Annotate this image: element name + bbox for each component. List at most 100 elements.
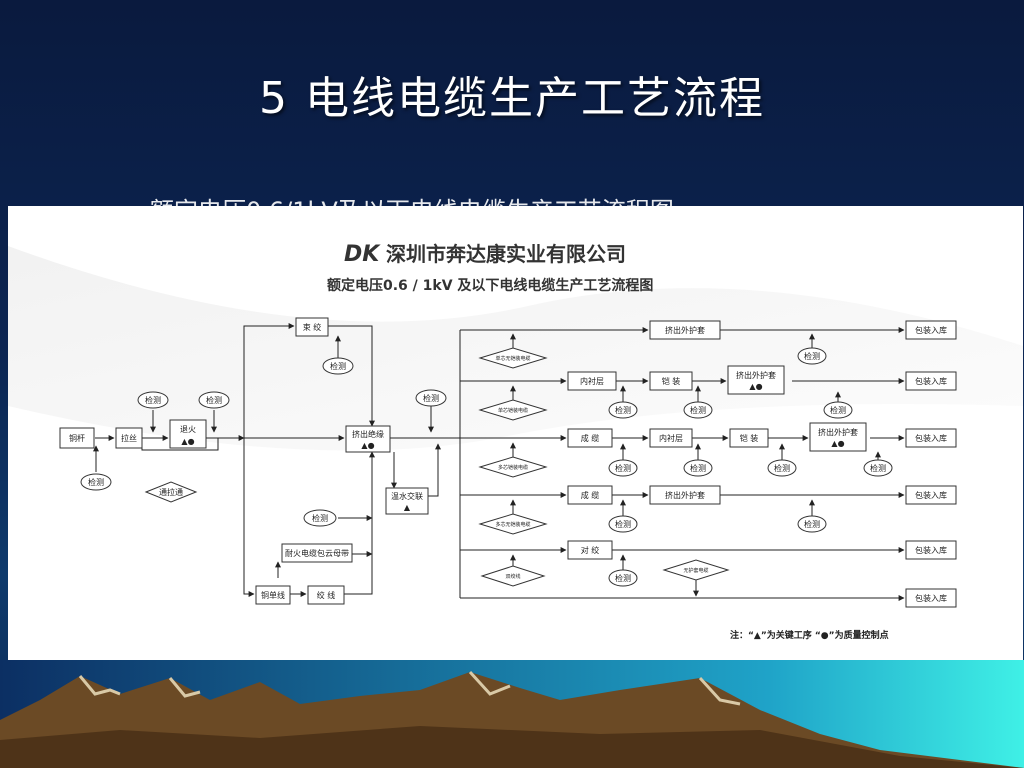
label-package: 包装入库 (915, 490, 947, 500)
diamond-label: 双绞线 (505, 573, 520, 580)
node-outer-sheath-2 (727, 365, 785, 395)
label-outer-sheath: 挤出外护套 (665, 325, 705, 335)
diamond-label: 单芯铠装电缆 (498, 407, 528, 414)
label-wire-drawing: 拉丝 (121, 433, 137, 443)
label-outer-sheath: 挤出外护套 (665, 490, 705, 500)
company-logo: DK (344, 242, 381, 267)
mark: ▲● (181, 437, 194, 446)
check-label: 检测 (774, 463, 790, 473)
check-label: 检测 (88, 477, 104, 487)
node-outer-sheath-1 (649, 320, 721, 340)
label-package: 包装入库 (915, 376, 947, 386)
check-label: 检测 (330, 361, 346, 371)
check-ellipse (767, 459, 797, 477)
label-cabling: 成 缆 (581, 490, 600, 500)
node-inner-liner-2 (649, 428, 693, 448)
label-copper-rod: 铜杆 (69, 433, 85, 443)
check-label: 检测 (830, 405, 846, 415)
node-bunching (295, 317, 329, 337)
check-label: 检测 (690, 405, 706, 415)
mark: ▲● (749, 382, 762, 391)
check-label: 检测 (145, 395, 161, 405)
label-outer-sheath: 挤出外护套 (818, 427, 858, 437)
diamond-unsheathed (662, 559, 730, 581)
diamond-label: 单芯无铠装电缆 (495, 355, 530, 362)
mark: ▲● (831, 439, 844, 448)
node-cabling-2 (567, 485, 613, 505)
check-label: 检测 (690, 463, 706, 473)
node-water-crosslinking (385, 487, 429, 515)
diamond-single-unarmored (478, 347, 548, 369)
diamond-label: 无护套电缆 (683, 567, 708, 574)
check-label: 检测 (615, 519, 631, 529)
check-ellipse (608, 515, 638, 533)
label-inner-liner: 内衬层 (659, 433, 683, 443)
node-outer-sheath-3 (809, 422, 867, 452)
label-tongyuntong: 通拉通 (159, 487, 183, 497)
check-label: 检测 (804, 351, 820, 361)
diamond-label: 多芯无铠装电缆 (495, 521, 530, 528)
check-ellipse (608, 459, 638, 477)
diagram-title: 额定电压0.6 / 1kV 及以下电线电缆生产工艺流程图 (327, 277, 653, 294)
check-ellipse (137, 391, 169, 409)
node-armoring-2 (729, 428, 769, 448)
node-stranding (307, 585, 345, 605)
label-package: 包装入库 (915, 545, 947, 555)
mark: ▲ (404, 503, 411, 512)
legend-note: 注：“▲”为关键工序 “●”为质量控制点 (730, 629, 889, 641)
check-ellipse (683, 459, 713, 477)
node-package-6 (905, 588, 957, 608)
check-label: 检测 (423, 393, 439, 403)
label-armoring: 铠 装 (662, 376, 681, 386)
node-inner-liner-1 (567, 371, 617, 391)
check-ellipse (608, 401, 638, 419)
slide-title: 5 电线电缆生产工艺流程 (259, 73, 765, 124)
label-annealing: 退火 (180, 425, 196, 434)
node-armoring-1 (649, 371, 693, 391)
check-ellipse (415, 389, 447, 407)
company-name: 深圳市奔达康实业有限公司 (386, 242, 626, 266)
label-cabling: 成 缆 (581, 433, 600, 443)
label-single-wire: 铜单线 (261, 590, 285, 600)
node-copper-single-wire (255, 585, 291, 605)
mountain-landscape (0, 660, 1024, 768)
check-ellipse (198, 391, 230, 409)
node-package-5 (905, 540, 957, 560)
label-outer-sheath: 挤出外护套 (736, 370, 776, 380)
label-mica: 耐火电缆包云母带 (285, 548, 349, 558)
check-ellipse (823, 401, 853, 419)
label-pair-twisting: 对 绞 (581, 545, 600, 555)
node-annealing (169, 419, 207, 449)
node-package-2 (905, 371, 957, 391)
node-cabling-1 (567, 428, 613, 448)
check-ellipse (303, 509, 337, 527)
node-insulation-extrusion (345, 425, 391, 453)
node-package-4 (905, 485, 957, 505)
diamond-multi-unarmored (478, 513, 548, 535)
check-label: 检测 (206, 395, 222, 405)
check-ellipse (322, 357, 354, 375)
check-ellipse (863, 459, 893, 477)
check-label: 检测 (615, 463, 631, 473)
label-package: 包装入库 (915, 433, 947, 443)
check-ellipse (797, 347, 827, 365)
label-armoring: 铠 装 (740, 433, 759, 443)
check-label: 检测 (870, 463, 886, 473)
check-label: 检测 (615, 573, 631, 583)
mark: ▲● (361, 441, 374, 450)
flowchart-card: DK 深圳市奔达康实业有限公司 额定电压0.6 / 1kV 及以下电线电缆生产工… (8, 206, 1023, 662)
node-package-1 (905, 320, 957, 340)
diamond-multi-armored (478, 456, 548, 478)
check-label: 检测 (312, 513, 328, 523)
label-insulation: 挤出绝缘 (352, 429, 384, 439)
label-crosslink: 温水交联 (391, 491, 423, 501)
label-bunching: 束 绞 (303, 322, 322, 332)
check-ellipse (608, 569, 638, 587)
node-wire-drawing (115, 427, 143, 449)
node-fire-resistant-mica (281, 543, 353, 563)
node-outer-sheath-4 (649, 485, 721, 505)
label-stranding: 绞 线 (317, 590, 336, 600)
diamond-label: 多芯铠装电缆 (498, 464, 528, 471)
flowchart: DK 深圳市奔达康实业有限公司 额定电压0.6 / 1kV 及以下电线电缆生产工… (8, 242, 1023, 641)
